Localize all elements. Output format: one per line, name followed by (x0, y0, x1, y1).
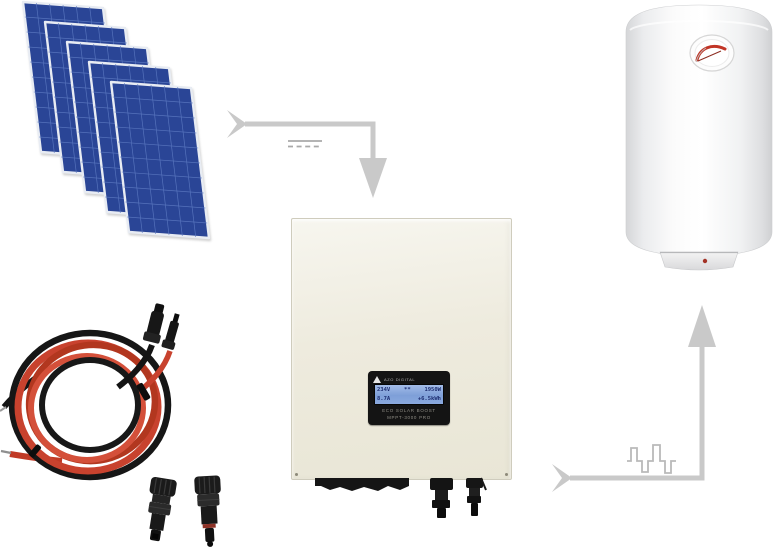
water-heater-boiler (625, 4, 773, 271)
model-label: ECO SOLAR BOOST MPPT-3000 PRO (368, 408, 450, 421)
arrow-inverter-to-boiler (552, 305, 716, 492)
dc-current-icon (288, 140, 322, 148)
pwm-signal-icon (627, 444, 676, 474)
screw-icon (505, 473, 508, 476)
model-line-2: MPPT-3000 PRO (387, 414, 431, 420)
thermometer-gauge (689, 34, 735, 72)
o-ring (202, 523, 216, 529)
boiler-body (625, 4, 773, 257)
arrowhead-up (688, 305, 716, 347)
dc-input-connector (466, 477, 487, 516)
indicator-dot (702, 258, 708, 264)
lcd-voltage: 234V (377, 387, 391, 394)
solar-cable-coil (0, 303, 180, 481)
model-line-1: ECO SOLAR BOOST (382, 408, 436, 413)
heatsink-fins (315, 478, 409, 491)
brand-logo-icon (373, 375, 381, 383)
brand-name: AZO DIGITAL (384, 376, 416, 382)
mc4-female-connector (148, 476, 177, 542)
mc4-connector-on-cable (142, 303, 165, 344)
brand-row: AZO DIGITAL (373, 375, 415, 383)
lcd-current: 8.7A (377, 395, 391, 402)
inverter-display-panel: AZO DIGITAL 234V ** 1950W 8.7A +6.5kWh E… (368, 371, 450, 425)
arrowhead-down (359, 158, 387, 198)
lcd-energy: +6.5kWh (417, 395, 441, 402)
gauge-needle (697, 50, 722, 62)
inverter-underside (315, 477, 487, 518)
mc4-connector-pair (148, 475, 221, 547)
arrow-fletching (552, 464, 572, 492)
lcd-row-2: 8.7A +6.5kWh (377, 396, 441, 402)
mc4-male-connector (194, 475, 221, 547)
arrow-panels-to-inverter (227, 110, 387, 198)
lcd-power: 1950W (424, 387, 441, 394)
cable-tie (136, 382, 151, 401)
solar-panel-array (21, 0, 211, 240)
arrow-fletching (227, 110, 247, 138)
boiler-base (659, 251, 739, 271)
screw-icon (295, 473, 298, 476)
black-cable-lead (116, 343, 155, 390)
lcd-status: ** (404, 387, 411, 394)
lcd-screen: 234V ** 1950W 8.7A +6.5kWh (374, 384, 444, 405)
inverter-unit: AZO DIGITAL 234V ** 1950W 8.7A +6.5kWh E… (291, 218, 512, 480)
dc-input-connector (430, 478, 453, 518)
lcd-row-1: 234V ** 1950W (377, 387, 441, 393)
cable-tie (29, 444, 41, 458)
mc4-connector-on-cable (161, 313, 180, 350)
